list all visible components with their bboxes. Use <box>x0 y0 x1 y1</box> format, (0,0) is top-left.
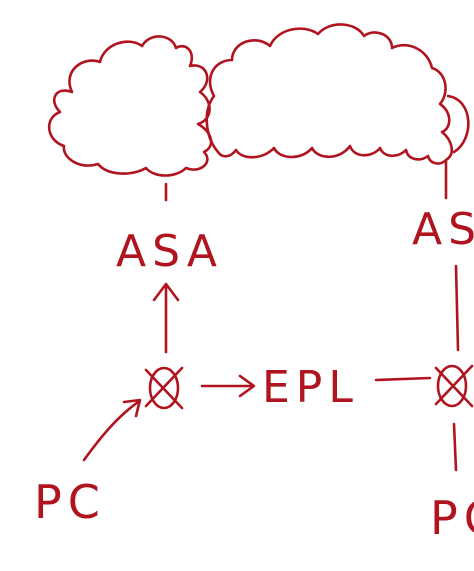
right-asa-label: ASA <box>412 204 474 255</box>
right-router-pc-link <box>452 422 458 472</box>
left-asa-label: ASA <box>116 226 223 277</box>
right-pc-label: PC <box>430 491 474 545</box>
left-cloud <box>47 35 213 177</box>
router-to-epl-arrow <box>200 374 256 398</box>
right-cloud-edge <box>446 94 470 154</box>
pc-to-router-arrow <box>82 398 142 462</box>
epl-label: EPL <box>262 362 359 413</box>
epl-to-router-line <box>374 376 432 382</box>
left-router-icon <box>144 366 184 410</box>
right-cloud <box>205 23 454 165</box>
right-router-icon <box>434 364 474 408</box>
router-to-asa-arrow <box>152 282 180 354</box>
left-pc-label: PC <box>34 475 106 529</box>
right-asa-router-link <box>454 264 460 352</box>
